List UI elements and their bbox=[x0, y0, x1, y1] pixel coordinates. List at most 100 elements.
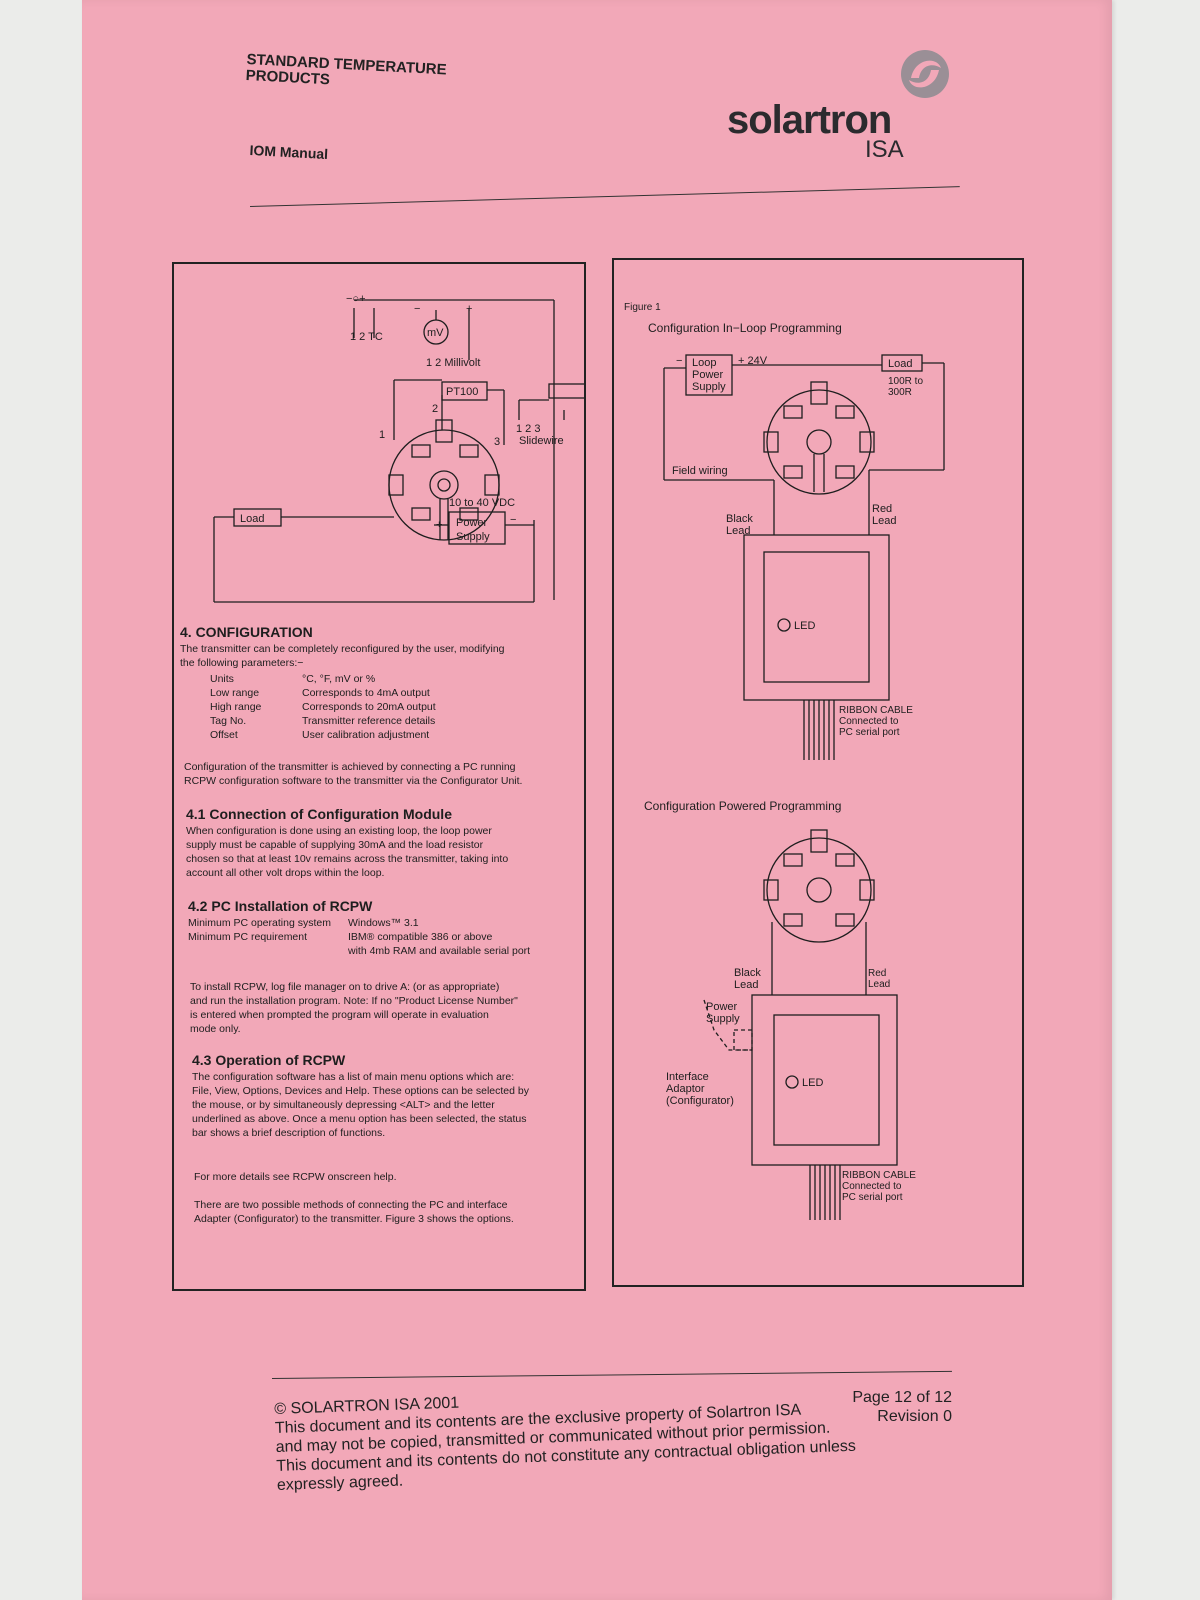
header-rule bbox=[250, 186, 960, 207]
load-label-right: Load bbox=[888, 358, 912, 370]
ribbon-2: Connected to bbox=[839, 716, 899, 727]
ribbon-1: RIBBON CABLE bbox=[839, 705, 913, 716]
configuration-heading: 4. CONFIGURATION bbox=[180, 624, 313, 640]
copyright-block: © SOLARTRON ISA 2001 This document and i… bbox=[274, 1378, 917, 1495]
red-lead-1: Red bbox=[872, 503, 892, 515]
configuration-para-line2: RCPW configuration software to the trans… bbox=[184, 775, 523, 787]
black-lead-2: Lead bbox=[726, 525, 750, 537]
section-43-heading: 4.3 Operation of RCPW bbox=[192, 1052, 346, 1068]
configuration-intro-line1: The transmitter can be completely reconf… bbox=[180, 643, 505, 655]
field-wiring: Field wiring bbox=[672, 465, 728, 477]
mv-plus: + bbox=[466, 303, 472, 315]
req-label: Minimum PC requirement bbox=[188, 931, 308, 943]
section-42-heading: 4.2 PC Installation of RCPW bbox=[188, 898, 373, 914]
section-43-line1: The configuration software has a list of… bbox=[192, 1071, 515, 1083]
param-desc: °C, °F, mV or % bbox=[302, 673, 376, 685]
configuration-intro: The transmitter can be completely reconf… bbox=[180, 642, 580, 670]
p-led-label: LED bbox=[802, 1077, 823, 1089]
param-name: High range bbox=[210, 701, 262, 713]
configuration-paragraph: Configuration of the transmitter is achi… bbox=[184, 760, 584, 788]
interface-2: Adaptor bbox=[666, 1083, 705, 1095]
param-desc: Corresponds to 4mA output bbox=[302, 687, 430, 699]
loop-ps-line1: Loop bbox=[692, 357, 716, 369]
pc-requirement-row: Minimum PC requirement IBM® compatible 38… bbox=[188, 930, 588, 944]
power-supply-1: Power bbox=[706, 1001, 738, 1013]
install-line3: is entered when prompted the program wil… bbox=[190, 1009, 489, 1021]
right-panel-frame bbox=[612, 258, 1024, 1287]
section-41-line2: supply must be capable of supplying 30mA… bbox=[186, 839, 484, 851]
powered-title: Configuration Powered Programming bbox=[644, 799, 841, 813]
param-name: Units bbox=[210, 673, 234, 685]
methods-line2: Adapter (Configurator) to the transmitte… bbox=[194, 1213, 514, 1225]
ps-minus: − bbox=[510, 514, 516, 526]
install-line1: To install RCPW, log file manager on to … bbox=[190, 981, 500, 993]
connection-methods: There are two possible methods of connec… bbox=[194, 1198, 594, 1226]
section-42-install: To install RCPW, log file manager on to … bbox=[190, 980, 590, 1036]
black-lead-1: Black bbox=[726, 513, 753, 525]
p-ribbon-1: RIBBON CABLE bbox=[842, 1170, 916, 1181]
manual-page: STANDARD TEMPERATURE PRODUCTS IOM Manual… bbox=[82, 0, 1112, 1600]
configuration-intro-line2: the following parameters:− bbox=[180, 657, 304, 669]
install-line2: and run the installation program. Note: … bbox=[190, 995, 518, 1007]
header-title-block: STANDARD TEMPERATURE PRODUCTS bbox=[245, 51, 447, 94]
configuration-para-line1: Configuration of the transmitter is achi… bbox=[184, 761, 516, 773]
ps-plus: + bbox=[436, 519, 442, 531]
pt100-label: PT100 bbox=[446, 386, 478, 398]
page-info: Page 12 of 12 Revision 0 bbox=[852, 1388, 952, 1426]
install-line4: mode only. bbox=[190, 1023, 241, 1035]
section-41-body: When configuration is done using an exis… bbox=[186, 824, 586, 880]
table-row: Low range Corresponds to 4mA output bbox=[210, 686, 448, 700]
figure1-diagram: Figure 1 Configuration In−Loop Programmi… bbox=[624, 302, 945, 1220]
interface-3: (Configurator) bbox=[666, 1095, 734, 1107]
supply-label: Supply bbox=[456, 531, 490, 543]
table-row: Tag No.Transmitter reference details bbox=[210, 714, 448, 728]
section-43-line3: the mouse, or by simultaneously depressi… bbox=[192, 1099, 495, 1111]
param-desc: Transmitter reference details bbox=[302, 715, 436, 727]
plus-24v: + 24V bbox=[738, 355, 768, 367]
tc-label: 1 2 TC bbox=[350, 331, 383, 343]
section-41-line1: When configuration is done using an exis… bbox=[186, 825, 492, 837]
req-value-1: IBM® compatible 386 or above bbox=[348, 931, 493, 943]
param-name: Offset bbox=[210, 729, 238, 741]
tc-sign: −○+ bbox=[346, 293, 366, 305]
os-value: Windows™ 3.1 bbox=[348, 917, 419, 929]
table-row: Units °C, °F, mV or % bbox=[210, 672, 448, 686]
section-41-heading: 4.1 Connection of Configuration Module bbox=[186, 806, 452, 822]
page-number: Page 12 of 12 bbox=[852, 1389, 952, 1406]
p-black-lead-1: Black bbox=[734, 967, 761, 979]
p-red-lead-2: Lead bbox=[868, 979, 890, 990]
slidewire-label: Slidewire bbox=[519, 435, 564, 447]
millivolt-label: 1 2 Millivolt bbox=[426, 357, 480, 369]
loop-ps-line3: Supply bbox=[692, 381, 726, 393]
brand-name: solartron bbox=[727, 98, 892, 142]
section-43-line2: File, View, Options, Devices and Help. T… bbox=[192, 1085, 529, 1097]
power-label: Power bbox=[456, 517, 488, 529]
power-supply-2: Supply bbox=[706, 1013, 740, 1025]
p-black-lead-2: Lead bbox=[734, 979, 758, 991]
param-name: Low range bbox=[210, 687, 260, 699]
interface-1: Interface bbox=[666, 1071, 709, 1083]
wiring-diagram: −○+ 1 2 TC mV − + 1 2 Millivolt PT100 1 … bbox=[213, 293, 584, 603]
section-43-line5: bar shows a brief description of functio… bbox=[192, 1127, 386, 1139]
pt-terminal-1: 1 bbox=[379, 429, 385, 441]
pt-terminal-2: 2 bbox=[432, 403, 438, 415]
param-desc: User calibration adjustment bbox=[302, 729, 430, 741]
red-lead-2: Lead bbox=[872, 515, 896, 527]
methods-line1: There are two possible methods of connec… bbox=[194, 1199, 508, 1211]
load-label: Load bbox=[240, 513, 264, 525]
p-red-lead-1: Red bbox=[868, 968, 886, 979]
table-row: High range Corresponds to 20mA output bbox=[210, 700, 448, 714]
table-row: Offset User calibration adjustment bbox=[210, 728, 448, 742]
param-desc: Corresponds to 20mA output bbox=[302, 701, 436, 713]
revision: Revision 0 bbox=[877, 1408, 952, 1425]
figure-label: Figure 1 bbox=[624, 302, 661, 313]
header-subtitle: IOM Manual bbox=[249, 142, 329, 163]
load-range-1: 100R to bbox=[888, 376, 923, 387]
loop-ps-line2: Power bbox=[692, 369, 724, 381]
brand-sub: ISA bbox=[865, 136, 904, 163]
req-value-2: with 4mb RAM and available serial port bbox=[348, 945, 531, 957]
section-43-body: The configuration software has a list of… bbox=[192, 1070, 592, 1140]
rcpw-help-note: For more details see RCPW onscreen help. bbox=[194, 1171, 397, 1183]
